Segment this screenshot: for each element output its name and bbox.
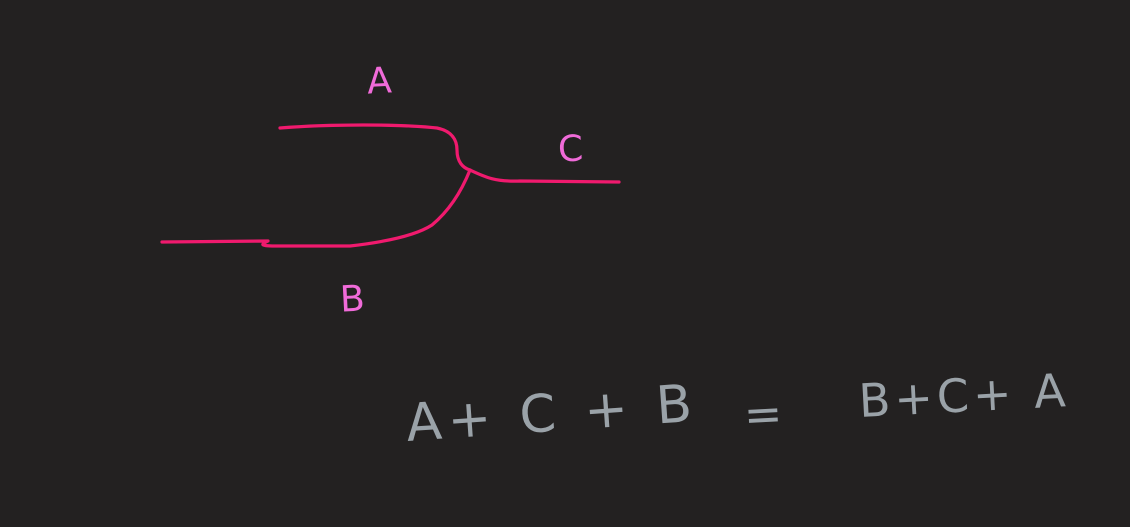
- equation-right-side: B+C+ A: [857, 363, 1071, 428]
- label-a: A: [365, 60, 393, 103]
- wire-c: [468, 168, 621, 184]
- label-b: B: [338, 278, 366, 321]
- label-c: C: [556, 128, 585, 171]
- equation-equals-sign: =: [742, 386, 784, 442]
- wire-a: [278, 123, 472, 172]
- wire-b: [160, 168, 472, 248]
